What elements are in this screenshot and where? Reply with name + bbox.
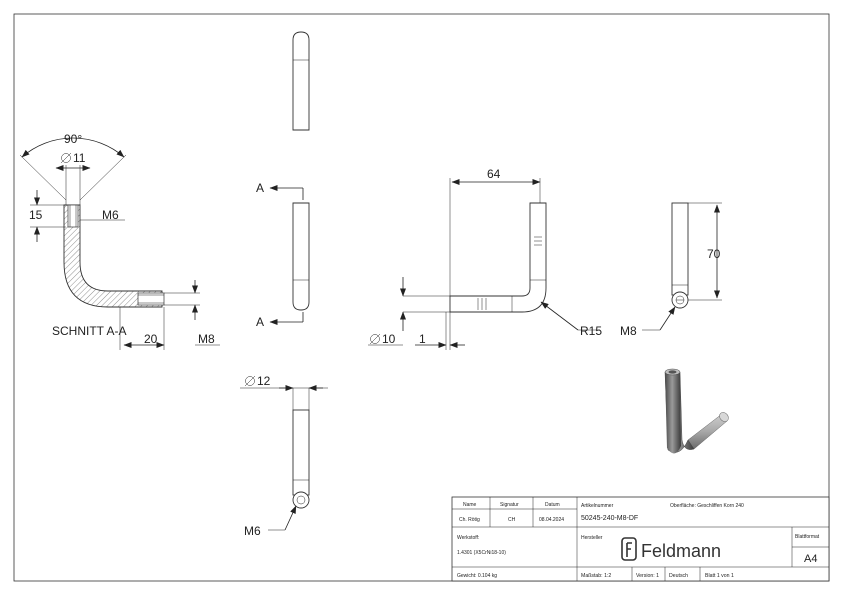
isometric-view [664,368,729,454]
bottom-view: 12 M6 [240,374,328,538]
tb-blatt: Blatt 1 von 1 [705,573,734,579]
tb-gewicht: Gewicht: 0.104 kg [457,573,497,579]
tb-massstab: Maßstab: 1:2 [581,573,611,579]
tb-signatur-value: CH [508,517,516,523]
section-marker-a-bottom: A [256,315,264,329]
tb-name-label: Name [463,502,477,508]
tb-hersteller-label: Hersteller [581,535,603,541]
tb-logo-text: Feldmann [641,541,721,561]
section-view: 90° 11 15 M6 SCHNITT A-A 20 M8 [19,132,220,350]
dim-15: 15 [29,208,43,222]
dim-m8-left: M8 [198,332,215,346]
dim-diameter-10: 10 [382,332,396,346]
tb-version: Version: 1 [636,573,659,579]
tb-blattformat-value: A4 [804,553,817,565]
dim-1: 1 [419,332,426,346]
tb-sprache: Deutsch [669,573,688,579]
tb-name-value: Ch. Rötig [459,517,480,523]
section-marker-a-top: A [256,181,264,195]
dim-70: 70 [707,247,721,261]
section-label: SCHNITT A-A [52,324,126,338]
tb-oberflaeche: Oberfläche: Geschliffen Korn 240 [670,503,744,509]
dim-angle-90: 90° [64,132,82,146]
dim-m6-top: M6 [102,208,119,222]
dim-r15: R15 [580,324,602,338]
dim-m6-bottom: M6 [244,524,261,538]
tb-artikel-label: Artikelnummer [581,503,614,509]
title-block: Name Signatur Datum Ch. Rötig CH 08.04.2… [451,496,830,582]
dim-m8-right: M8 [620,324,637,338]
top-view [292,31,310,131]
front-view: A A [256,181,310,329]
tb-artikel-value: 50245-240-M8-DF [581,515,638,522]
dim-diameter-12: 12 [257,374,271,388]
tb-werkstoff-value: 1.4301 (X5CrNi18-10) [457,550,506,556]
dim-64: 64 [487,167,501,181]
dim-diameter-11: 11 [73,151,86,165]
end-view: 70 M8 [620,202,722,338]
feldmann-logo-icon [621,537,637,561]
tb-werkstoff-label: Werkstoff: [457,535,479,541]
side-view: 64 10 1 R15 [368,167,602,350]
tb-datum-label: Datum [545,502,560,508]
tb-signatur-label: Signatur [500,502,519,508]
tb-blattformat-label: Blattformat [795,534,820,540]
sheet-border [13,13,830,582]
dim-20: 20 [144,332,158,346]
tb-datum-value: 08.04.2024 [539,517,564,523]
